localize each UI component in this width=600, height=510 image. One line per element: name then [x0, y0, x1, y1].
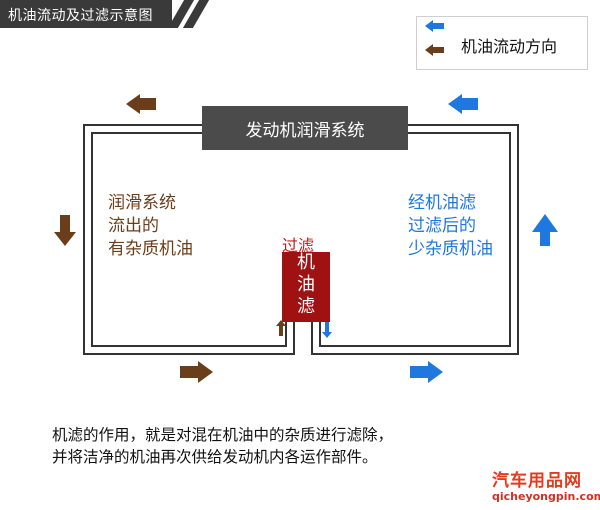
flow-arrow-right-up-icon [532, 214, 558, 246]
small-arrow-down-icon [322, 322, 332, 338]
clean-oil-line: 少杂质机油 [408, 239, 493, 259]
title-tab-background [0, 0, 172, 28]
oil-pipe [83, 124, 519, 355]
dirty-oil-line: 流出的 [108, 216, 159, 236]
watermark-url: qicheyongpin.com [492, 490, 600, 503]
flow-arrow-top-left-icon [126, 94, 156, 114]
caption: 机滤的作用，就是对混在机油中的杂质进行滤除， 并将洁净的机油再次供给发动机内各运… [52, 424, 393, 468]
filter-char: 滤 [297, 296, 315, 317]
watermark-name: 汽车用品网 [492, 471, 582, 491]
dirty-oil-text: 润滑系统 流出的 有杂质机油 [108, 192, 193, 261]
lubrication-system-label: 发动机润滑系统 [202, 106, 408, 150]
flow-arrow-top-right-icon [448, 94, 478, 114]
legend-arrow-brown-icon [425, 44, 444, 56]
oil-filter-box: 机 油 滤 [282, 252, 330, 322]
legend-label: 机油流动方向 [461, 37, 558, 56]
small-arrow-up-icon [276, 320, 286, 336]
filter-char: 机 [297, 252, 315, 273]
title-tab: 机油流动及过滤示意图 [0, 0, 210, 28]
dirty-oil-line: 有杂质机油 [108, 239, 193, 259]
clean-oil-line: 经机油滤 [408, 193, 476, 213]
legend-box: 机油流动方向 [416, 16, 588, 70]
legend-arrows [425, 20, 444, 56]
legend-arrow-blue-icon [425, 20, 444, 32]
filter-label: 过滤 [282, 236, 315, 255]
flow-arrow-left-down-icon [54, 215, 76, 246]
caption-line: 并将洁净的机油再次供给发动机内各运作部件。 [52, 448, 378, 466]
caption-line: 机滤的作用，就是对混在机油中的杂质进行滤除， [52, 426, 394, 444]
flow-arrow-bottom-right-icon [410, 361, 443, 383]
page-title: 机油流动及过滤示意图 [8, 8, 153, 24]
clean-oil-text: 经机油滤 过滤后的 少杂质机油 [408, 192, 493, 261]
clean-oil-line: 过滤后的 [408, 216, 476, 236]
dirty-oil-line: 润滑系统 [108, 193, 176, 213]
flow-arrow-bottom-left-icon [180, 361, 213, 383]
filter-char: 油 [297, 274, 315, 295]
